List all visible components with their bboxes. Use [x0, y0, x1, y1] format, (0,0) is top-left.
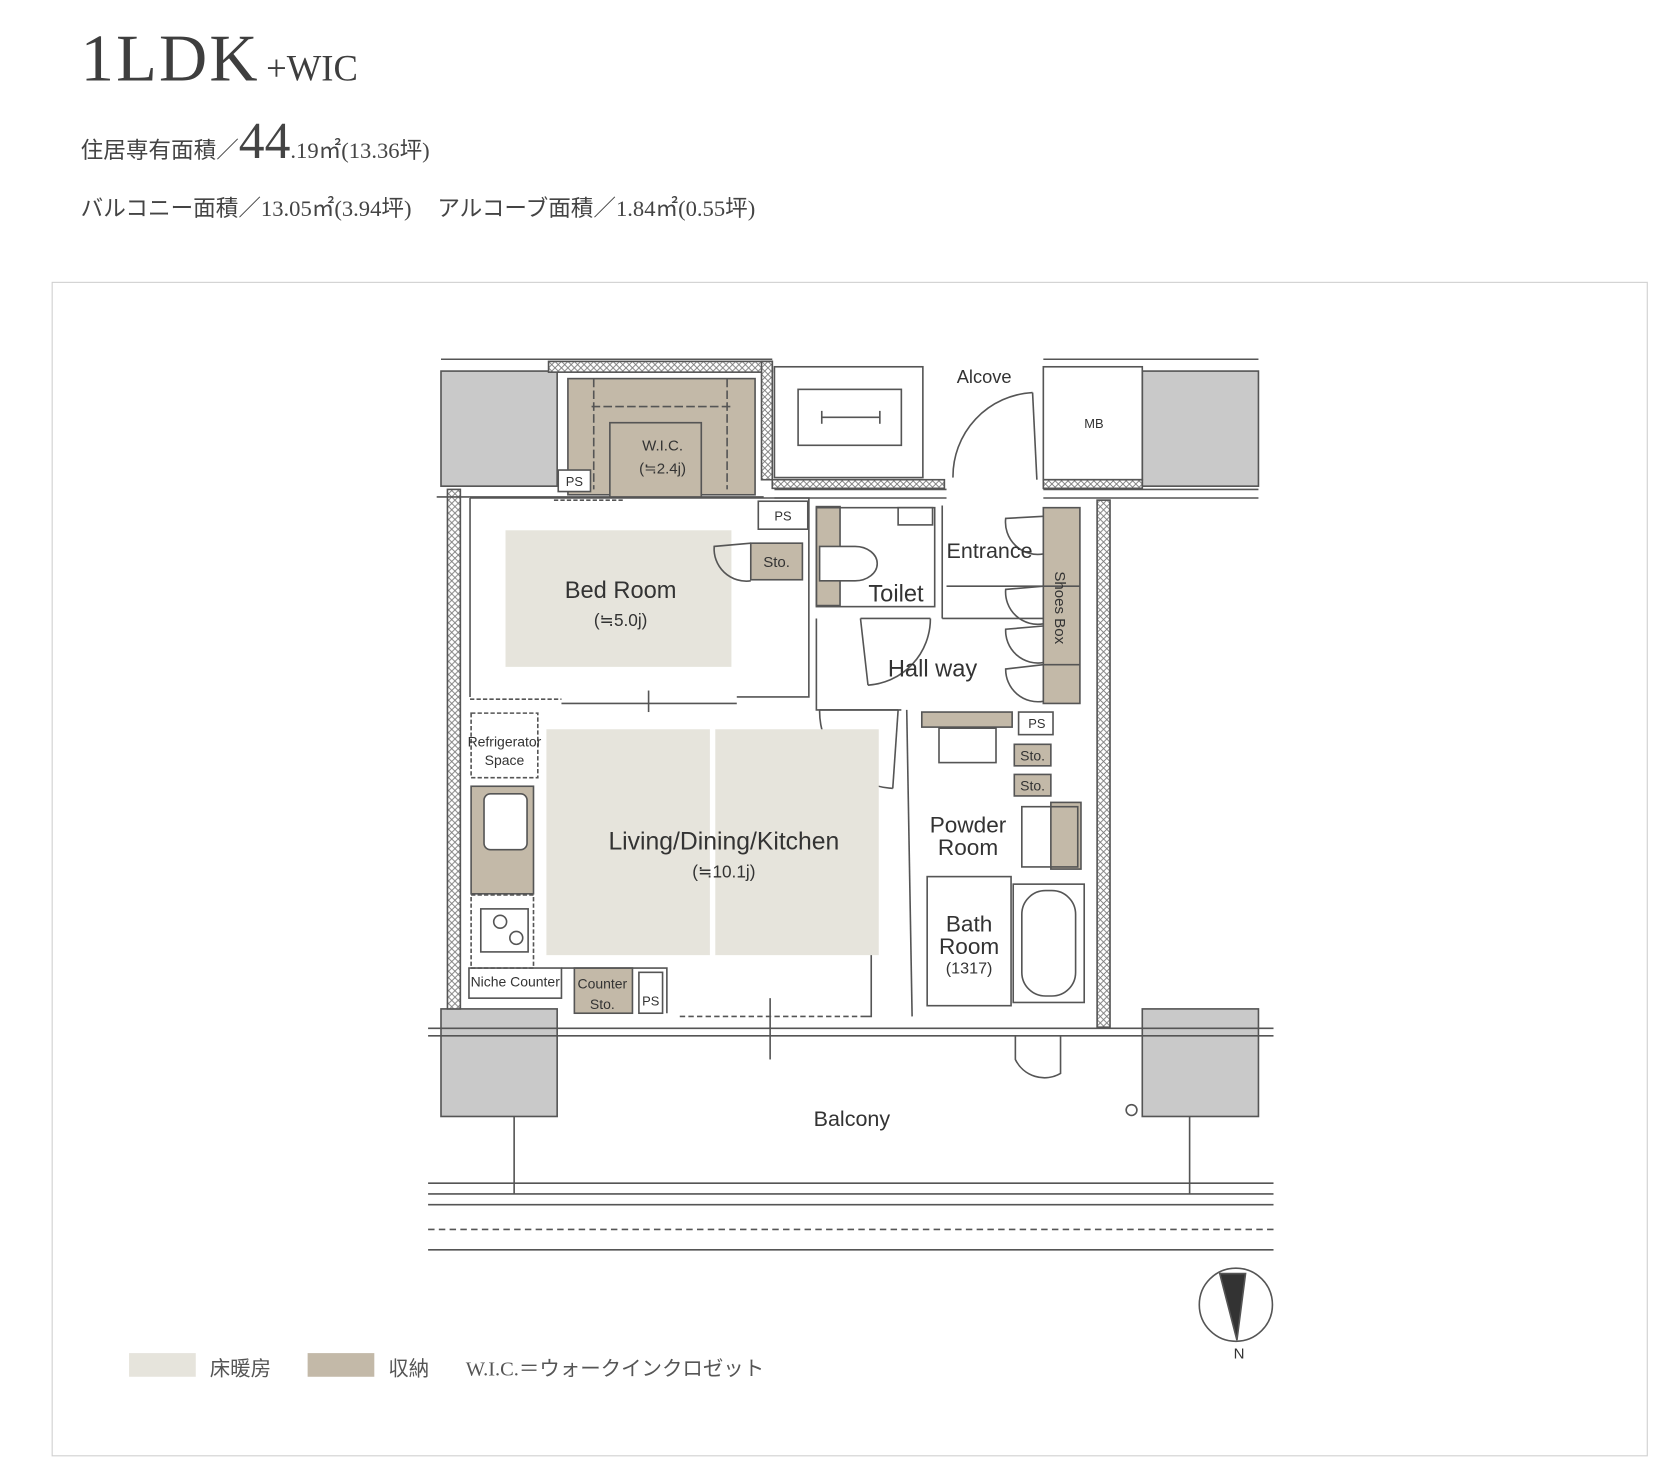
area-integer: 44	[238, 112, 291, 170]
label-powder-room: Room	[938, 835, 998, 860]
area-rest: .19㎡(13.36坪)	[290, 137, 430, 164]
compass-icon	[1198, 1267, 1274, 1343]
label-counter: Counter	[577, 975, 627, 991]
pillar	[440, 1008, 558, 1118]
label-counter-sto: Sto.	[590, 996, 615, 1012]
label-sto: Sto.	[1020, 747, 1045, 763]
label-balcony: Balcony	[814, 1107, 891, 1131]
plan-suffix: +WIC	[266, 49, 358, 90]
label-ps: PS	[1028, 716, 1045, 731]
label-sto: Sto.	[1020, 778, 1045, 794]
label-hallway: Hall way	[888, 657, 978, 683]
exclusive-area: 住居専有面積／44.19㎡(13.36坪)	[81, 112, 430, 171]
legend-floor-heating: 床暖房	[209, 1358, 272, 1382]
label-wic-size: (≒2.4j)	[639, 460, 686, 477]
plan-title: 1LDK+WIC	[81, 22, 358, 98]
label-alcove: Alcove	[957, 366, 1012, 387]
pillar	[1141, 370, 1260, 487]
label-refrigerator: Refrigerator	[468, 733, 542, 749]
label-bedroom: Bed Room	[565, 578, 677, 604]
area-label: 住居専有面積／	[80, 137, 239, 164]
legend-swatch-floor-heating	[129, 1353, 196, 1377]
label-refrigerator-space: Space	[485, 752, 525, 768]
pillar	[1141, 1008, 1260, 1118]
floor-plan-frame	[51, 281, 1648, 1457]
label-toilet: Toilet	[868, 581, 924, 607]
legend-swatch-storage	[307, 1353, 375, 1377]
legend-storage: 収納	[388, 1358, 430, 1382]
legend-wic-note: W.I.C.＝ウォークインクロゼット	[465, 1358, 765, 1382]
label-bath-room: Room	[939, 934, 999, 959]
label-ps: PS	[566, 474, 583, 489]
label-bedroom-size: (≒5.0j)	[594, 610, 648, 630]
alcove-area: アルコーブ面積／1.84㎡(0.55坪)	[437, 195, 756, 222]
label-shoes-box: Shoes Box	[1051, 571, 1068, 644]
pillar	[440, 370, 558, 487]
label-wic: W.I.C.	[642, 438, 683, 455]
label-bath: Bath	[946, 911, 992, 936]
label-powder: Powder	[930, 813, 1007, 838]
plan-type: 1LDK	[80, 22, 260, 96]
sub-areas: バルコニー面積／13.05㎡(3.94坪) アルコーブ面積／1.84㎡(0.55坪…	[81, 191, 756, 223]
label-ldk-size: (≒10.1j)	[692, 862, 755, 882]
label-ps: PS	[642, 994, 659, 1009]
label-bath-size: (1317)	[946, 959, 993, 977]
label-ps: PS	[774, 509, 791, 524]
balcony-area: バルコニー面積／13.05㎡(3.94坪)	[80, 195, 412, 222]
label-sto: Sto.	[763, 554, 790, 571]
label-entrance: Entrance	[947, 539, 1033, 563]
compass-north-label: N	[1234, 1345, 1245, 1362]
label-ldk: Living/Dining/Kitchen	[608, 829, 839, 856]
label-mb: MB	[1084, 416, 1103, 431]
label-niche-counter: Niche Counter	[471, 973, 561, 989]
